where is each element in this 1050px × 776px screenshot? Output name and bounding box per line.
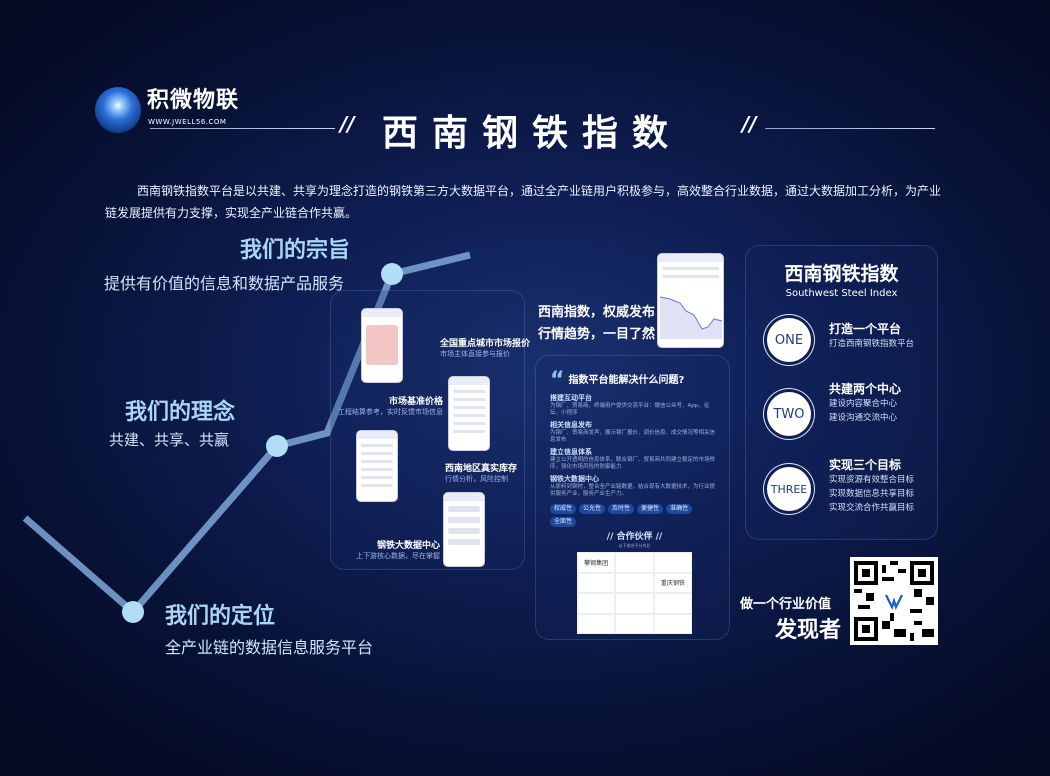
question-item-desc: 为钢厂、贸易商、终端用户提供交流平台：微信公众号、App、论坛、小程序 [550,403,710,416]
value-tag: 权威性 [550,504,577,514]
goal-line: 实现资源有效整合目标 [829,475,915,485]
value-tag: 全面性 [550,517,577,527]
goal-title: 共建两个中心 [829,382,902,396]
brand-name: 积微物联 [147,88,240,113]
partner-logo [653,552,692,573]
header-line-right [765,128,935,129]
header-line-left [150,128,335,129]
value-tag: 便捷性 [637,504,664,514]
value-tag: 及时性 [608,504,635,514]
phone-mockup-datacenter [443,492,485,567]
phone-mockup-prices [356,430,398,502]
qr-code-icon[interactable] [850,557,938,645]
partner-logo [615,552,654,573]
section-subtitle-concept: 共建、共享、共赢 [109,431,230,449]
partner-logo [615,613,654,634]
feature-desc: 市场主体直接参与报价 [440,350,510,358]
partner-logo [577,593,616,614]
question-item-desc: 建立公开透明的信息体系，联合钢厂、贸易商共同建立稳定的市场秩序，强化市场风险的防… [550,457,716,470]
questions-title: 指数平台能解决什么问题? [568,375,685,386]
feature-desc: 工程结算参考，实时反馈市场信息 [338,408,443,416]
question-item-desc: 为钢厂、贸易商发声，展示钢厂报价、调价信息、成交情况等相关信息发布 [550,430,716,443]
partner-logo: 攀钢集团 [577,552,616,573]
feature-title: 西南地区真实库存 [445,464,518,474]
goal-line: 打造西南钢铁指数平台 [829,339,915,349]
feature-title: 钢铁大数据中心 [376,541,440,551]
feature-title: 全国重点城市市场报价 [440,339,531,349]
milestone-dot [266,435,288,457]
section-title-position: 我们的定位 [165,604,276,629]
goal-line: 实现数据信息共享目标 [829,489,915,499]
goal-title: 打造一个平台 [829,322,902,336]
goal-badge-one: ONE [767,318,811,362]
section-title-concept: 我们的理念 [125,400,236,425]
partners-grid: 攀钢集团 重庆钢铁 [577,552,692,634]
goals-panel [745,245,938,540]
partner-logo [653,593,692,614]
phone-mockup-map [361,308,403,383]
right-title: 西南钢铁指数 [784,263,899,285]
partner-logo [615,572,654,593]
section-subtitle-purpose: 提供有价值的信息和数据产品服务 [104,274,345,293]
brand-url: WWW.JWELL56.COM [148,118,227,126]
question-item-title: 建立信息体系 [550,448,592,456]
phone-mockup-index-chart [657,253,724,348]
section-title-purpose: 我们的宗旨 [240,238,351,263]
promo-line-2: 行情趋势，一目了然 [538,327,656,342]
feature-desc: 行情分析，风险控制 [445,475,508,483]
feature-title: 市场基准价格 [388,397,443,407]
milestone-dot [381,263,403,285]
goal-line: 实现交流合作共赢目标 [829,503,915,513]
goal-title: 实现三个目标 [829,458,902,472]
page-title: 西南钢铁指数 [382,113,683,154]
goal-line: 建设内容聚合中心 [829,399,898,409]
partner-logo [615,593,654,614]
partner-logo [577,613,616,634]
question-item-title: 搭建互动平台 [550,394,592,402]
question-item-title: 钢铁大数据中心 [550,475,599,483]
feature-desc: 上下游核心数据，尽在掌握 [356,552,440,560]
section-subtitle-position: 全产业链的数据信息服务平台 [165,638,374,657]
questions-panel: “ 指数平台能解决什么问题? 搭建互动平台为钢厂、贸易商、终端用户提供交流平台：… [535,355,730,640]
logo-globe-icon [95,87,141,133]
value-tag: 准确性 [666,504,693,514]
right-subtitle: Southwest Steel Index [785,288,898,299]
partner-logo [653,613,692,634]
header-slash-right: // [742,112,757,136]
value-tag: 公允性 [579,504,606,514]
partner-logo: 重庆钢铁 [653,572,692,593]
phone-mockup-table [448,376,490,451]
goal-badge-three: THREE [767,467,811,511]
goal-line: 建设沟通交流中心 [829,413,898,423]
milestone-dot [122,601,144,623]
partners-note: 以下排名不分先后 [618,543,651,548]
questions-list: 搭建互动平台为钢厂、贸易商、终端用户提供交流平台：微信公众号、App、论坛、小程… [550,390,719,498]
header-slash-left: // [340,112,355,136]
value-tags: 权威性公允性及时性便捷性准确性全面性 [550,504,719,527]
promo-line-1: 西南指数，权威发布 [538,305,656,320]
partners-title: // 合作伙伴 // [606,532,663,542]
intro-paragraph: 西南钢铁指数平台是以共建、共享为理念打造的钢铁第三方大数据平台，通过全产业链用户… [105,184,942,220]
quote-icon: “ [550,368,565,393]
question-item-desc: 从原料到钢材，整合全产业链数据，结合现有大数据技术，为行业提供服务产业，服务产业… [550,484,716,497]
partner-logo [577,572,616,593]
goal-badge-two: TWO [767,392,811,436]
question-item-title: 相关信息发布 [550,421,592,429]
slogan-line-2: 发现者 [775,618,842,643]
slogan-line-1: 做一个行业价值 [740,597,832,612]
